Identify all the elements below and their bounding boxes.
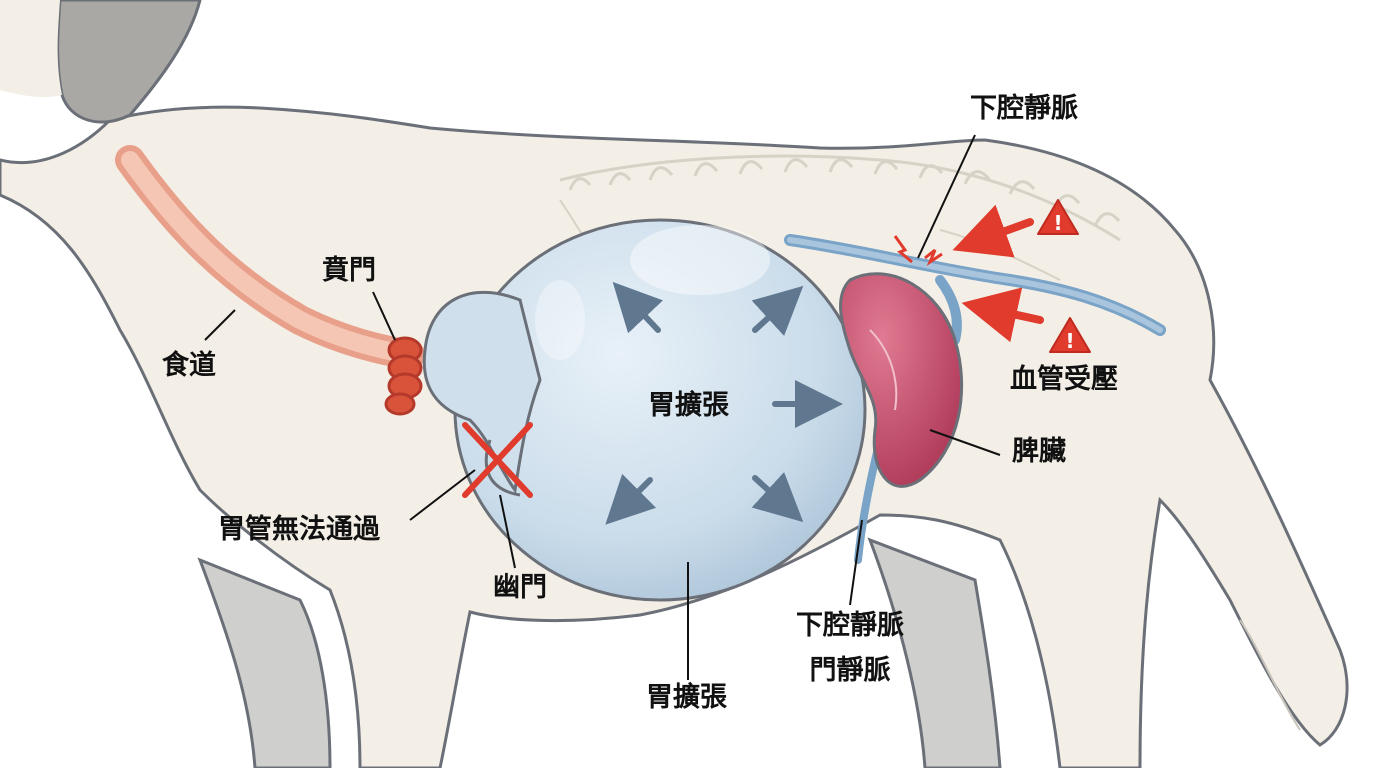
esophagus bbox=[115, 145, 425, 370]
label-gastric-dilation-center: 胃擴張 bbox=[648, 390, 729, 421]
label-spleen: 脾臟 bbox=[1012, 436, 1066, 467]
svg-text:!: ! bbox=[1065, 329, 1074, 353]
cross-mark-icon bbox=[462, 422, 533, 498]
warning-icon: ! bbox=[1037, 199, 1079, 235]
warning-icon: ! bbox=[1049, 317, 1091, 353]
label-vessel-compression: 血管受壓 bbox=[1010, 364, 1118, 395]
spleen bbox=[839, 272, 964, 488]
expansion-arrows bbox=[605, 281, 843, 525]
leader-lines bbox=[204, 134, 1001, 680]
compression-arrows bbox=[952, 204, 1044, 343]
cardia-twist-knot bbox=[384, 336, 423, 416]
svg-text:!: ! bbox=[1053, 211, 1062, 235]
label-gastric-dilation-bottom: 胃擴張 bbox=[646, 682, 727, 713]
label-pylorus: 幽門 bbox=[493, 572, 547, 603]
label-portal-vein: 門靜脈 bbox=[809, 655, 891, 686]
label-tube-blocked: 胃管無法通過 bbox=[218, 514, 380, 545]
label-cardia: 賁門 bbox=[322, 255, 376, 286]
label-caudal-vena-cava-bottom: 下腔靜脈 bbox=[796, 610, 904, 641]
label-caudal-vena-cava-top: 下腔靜脈 bbox=[970, 93, 1078, 124]
lightning-icon bbox=[924, 248, 943, 266]
lightning-icon bbox=[893, 235, 913, 264]
label-esophagus: 食道 bbox=[162, 350, 216, 381]
